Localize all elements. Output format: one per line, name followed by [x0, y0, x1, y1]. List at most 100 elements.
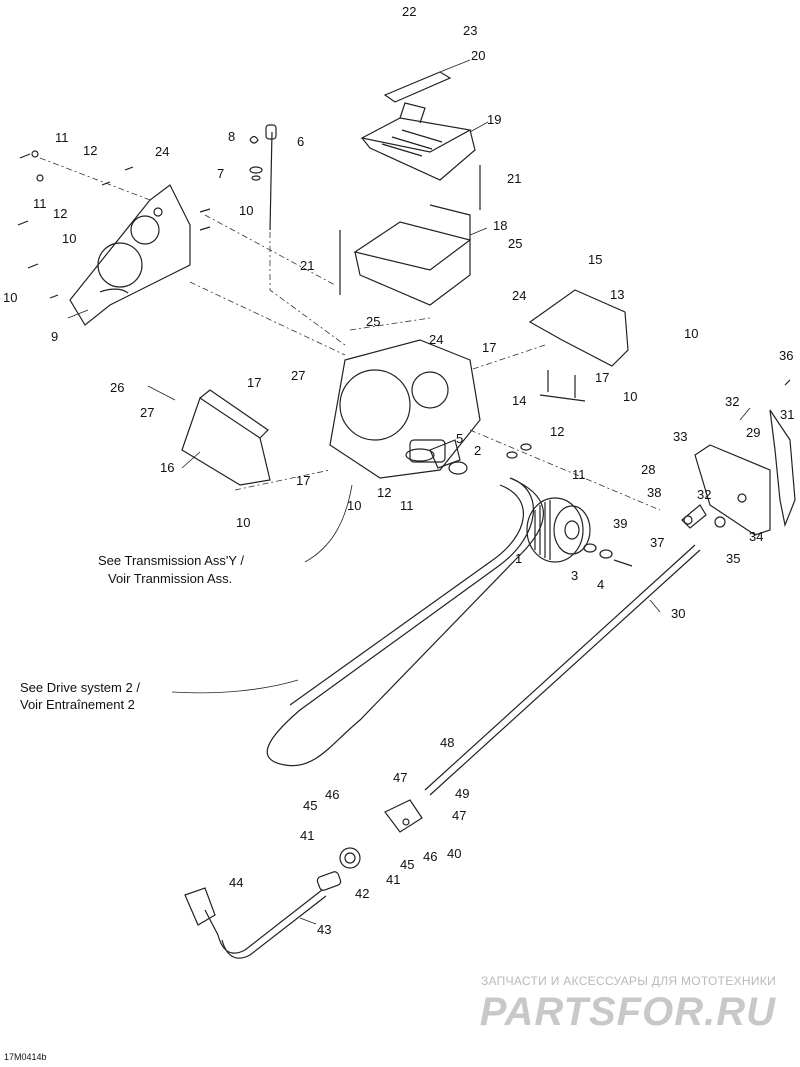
callout-8: 8: [228, 129, 235, 144]
drive-belt: [266, 477, 544, 767]
callout-18: 18: [493, 218, 507, 233]
reference-notes: See Transmission Ass'Y / Voir Tranmissio…: [20, 553, 244, 712]
battery-strap: [383, 71, 452, 103]
callout-24-a: 24: [155, 144, 169, 159]
mounting-plate: [31, 150, 191, 326]
bolts-left: [17, 153, 211, 299]
diagram-code: 17M0414b: [4, 1052, 47, 1062]
callout-6: 6: [297, 134, 304, 149]
callout-36: 36: [779, 348, 793, 363]
callout-45-a: 45: [303, 798, 317, 813]
callout-44: 44: [229, 875, 243, 890]
callout-37: 37: [650, 535, 664, 550]
lever-assembly: [184, 799, 423, 959]
callout-34: 34: [749, 529, 763, 544]
callout-12-b: 12: [53, 206, 67, 221]
callout-17-a: 17: [482, 340, 496, 355]
callout-10-b: 10: [62, 231, 76, 246]
callout-32-a: 32: [725, 394, 739, 409]
callout-10-d: 10: [684, 326, 698, 341]
callout-11-b: 11: [33, 196, 47, 211]
callout-24-b: 24: [512, 288, 526, 303]
callout-12-d: 12: [377, 485, 391, 500]
callout-10-a: 10: [239, 203, 253, 218]
callout-27-b: 27: [140, 405, 154, 420]
chain-guard: [181, 389, 271, 486]
engine-housing: [329, 339, 481, 479]
pulley: [526, 497, 591, 563]
callout-12-c: 12: [550, 424, 564, 439]
callout-39: 39: [613, 516, 627, 531]
drive-note-line1: See Drive system 2 /: [20, 680, 140, 695]
brake-bracket: [681, 379, 796, 536]
callout-38: 38: [647, 485, 661, 500]
callout-45-b: 45: [400, 857, 414, 872]
long-bolts-21: [339, 165, 481, 295]
transmission-note-line1: See Transmission Ass'Y /: [98, 553, 244, 568]
callout-25-a: 25: [508, 236, 522, 251]
centerlines: [39, 157, 661, 511]
callout-25-b: 25: [366, 314, 380, 329]
callout-42: 42: [355, 886, 369, 901]
callout-17-c: 17: [247, 375, 261, 390]
callout-33: 33: [673, 429, 687, 444]
callout-20: 20: [471, 48, 485, 63]
callout-13: 13: [610, 287, 624, 302]
callout-22: 22: [402, 4, 416, 19]
callout-11-c: 11: [572, 467, 586, 482]
callout-29: 29: [746, 425, 760, 440]
callout-24-c: 24: [429, 332, 443, 347]
watermark-logo: PARTSFOR.RU: [479, 990, 776, 1034]
callout-46-a: 46: [325, 787, 339, 802]
callout-15: 15: [588, 252, 602, 267]
callout-49: 49: [455, 786, 469, 801]
callout-41-a: 41: [300, 828, 314, 843]
callout-10-c: 10: [3, 290, 17, 305]
callout-5: 5: [456, 431, 463, 446]
callout-28: 28: [641, 462, 655, 477]
callout-12-a: 12: [83, 143, 97, 158]
callout-labels: 22 23 20 19 8 6 11 12 24 7 21 11 12 10 1…: [3, 4, 794, 937]
battery-tray-lower: [353, 204, 472, 306]
callout-2: 2: [474, 443, 481, 458]
callout-17-b: 17: [595, 370, 609, 385]
callout-47-b: 47: [452, 808, 466, 823]
callout-1: 1: [515, 551, 522, 566]
callout-10-f: 10: [347, 498, 361, 513]
callout-11-d: 11: [400, 498, 414, 513]
callout-23: 23: [463, 23, 477, 38]
callout-46-b: 46: [423, 849, 437, 864]
callout-27-a: 27: [291, 368, 305, 383]
callout-43: 43: [317, 922, 331, 937]
callout-16: 16: [160, 460, 174, 475]
callout-9: 9: [51, 329, 58, 344]
transmission-note-line2: Voir Tranmission Ass.: [108, 571, 232, 586]
callout-40: 40: [447, 846, 461, 861]
drive-note-line2: Voir Entraînement 2: [20, 697, 135, 712]
pulley-hardware: [583, 543, 633, 567]
callout-17-d: 17: [296, 473, 310, 488]
callout-41-b: 41: [386, 872, 400, 887]
callout-35: 35: [726, 551, 740, 566]
output-shaft: [429, 439, 532, 475]
callout-47-a: 47: [393, 770, 407, 785]
battery-tray-upper: [360, 102, 476, 181]
callout-10-e: 10: [623, 389, 637, 404]
callout-30: 30: [671, 606, 685, 621]
callout-11-a: 11: [55, 130, 69, 145]
dipstick: [249, 124, 277, 231]
callout-48: 48: [440, 735, 454, 750]
callout-3: 3: [571, 568, 578, 583]
callout-26: 26: [110, 380, 124, 395]
callout-10-g: 10: [236, 515, 250, 530]
callout-32-b: 32: [697, 487, 711, 502]
callout-21-a: 21: [507, 171, 521, 186]
watermark-tagline: ЗАПЧАСТИ И АКСЕССУАРЫ ДЛЯ МОТОТЕХНИКИ: [480, 974, 776, 988]
callout-7: 7: [217, 166, 224, 181]
callout-21-b: 21: [300, 258, 314, 273]
leader-lines: [67, 59, 751, 925]
callout-4: 4: [597, 577, 604, 592]
callout-19: 19: [487, 112, 501, 127]
callout-14: 14: [512, 393, 526, 408]
